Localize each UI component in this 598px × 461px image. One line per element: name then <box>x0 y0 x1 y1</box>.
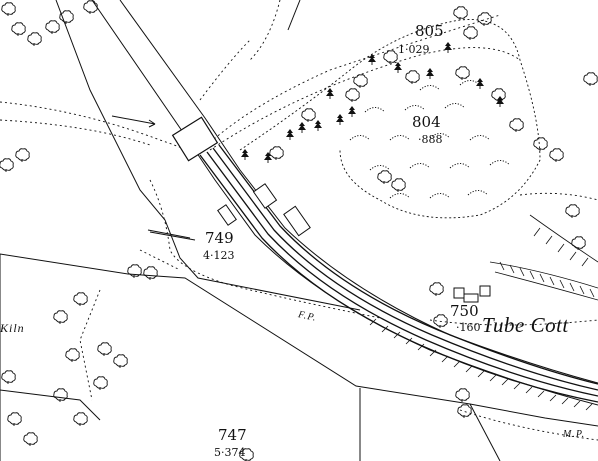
buildings <box>217 183 491 303</box>
parcel-749-area: 4·123 <box>203 249 235 262</box>
parcel-805-number: 805 <box>415 22 444 40</box>
milepost-label: M.P. <box>563 429 586 440</box>
parcel-804-area: ·888 <box>418 133 443 146</box>
place-label-kiln: Kiln <box>0 321 25 335</box>
parcel-747-area: 5·374 <box>214 446 246 459</box>
parcel-747-number: 747 <box>218 426 247 444</box>
place-label-tube-cottage: Tube Cott <box>482 313 569 337</box>
parcel-749-number: 749 <box>205 229 234 247</box>
coniferous-trees <box>240 41 505 164</box>
parcel-804-number: 804 <box>412 113 441 131</box>
railway-cutting <box>91 0 598 406</box>
parcel-805-area: 1·029 <box>398 43 430 56</box>
woodland-area <box>239 19 541 219</box>
map-arrows <box>111 115 191 239</box>
railway-track <box>171 116 598 403</box>
parcel-750-area: ·160 <box>456 321 481 334</box>
cutting-hachures <box>369 214 598 411</box>
parcel-750-number: 750 <box>450 302 479 320</box>
footpaths <box>0 0 598 441</box>
